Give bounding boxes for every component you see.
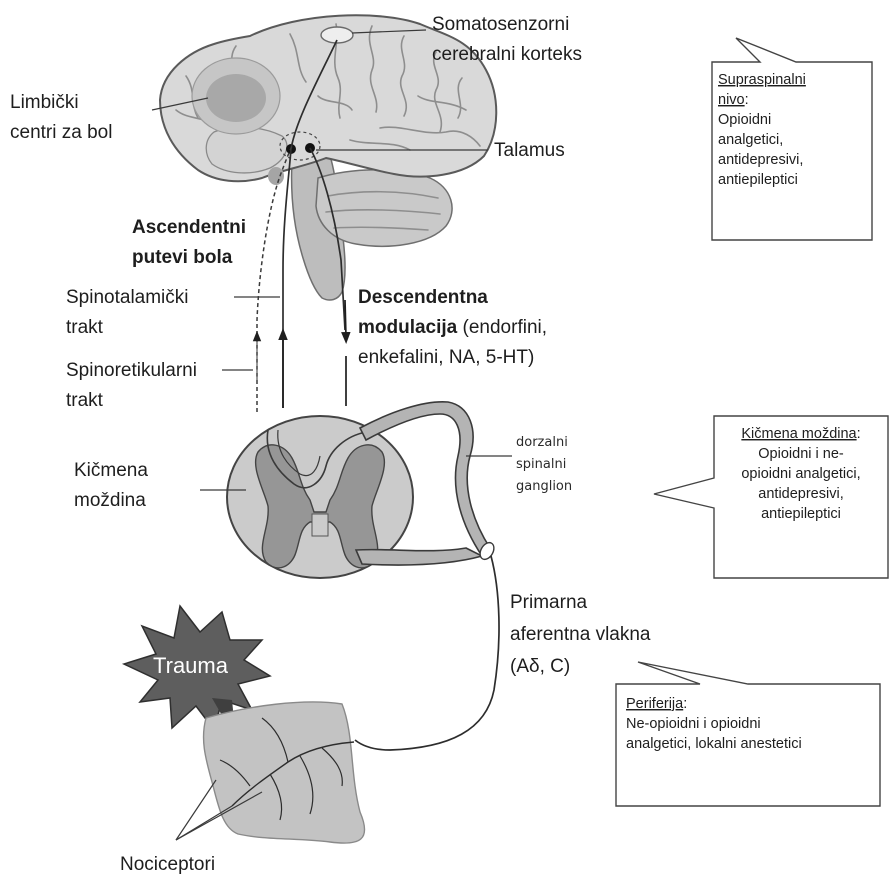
descending-arrow [345,300,346,338]
limbic-region-inner [206,74,266,122]
limbic-label-1: Limbički [10,92,79,113]
central-canal [312,514,328,536]
spinal-cord-label-2: moždina [74,490,146,511]
spinal-line-4: antiepileptici [761,506,841,522]
spinoreticular-label-2: trakt [66,390,104,411]
descending-label-2-rest: (endorfini, [457,317,547,338]
limbic-label-2: centri za bol [10,122,112,143]
spinoreticular-tract-line [257,146,292,412]
drg-label-1: dorzalni [516,435,568,450]
spinoreticular-label-1: Spinoretikularni [66,360,197,381]
nociceptors-label: Nociceptori [120,854,215,875]
periphery-title: Periferija: [626,696,687,712]
spinal-cord [227,402,497,578]
skin-tissue [204,702,365,843]
trauma-label: Trauma [153,653,229,678]
spinal-title: Kičmena moždina: [741,426,860,442]
ventral-root [356,548,482,565]
supraspinal-title-2: nivo: [718,92,749,108]
descending-label-2-bold: modulacija [358,317,458,338]
descending-label-3: enkefalini, NA, 5-HT) [358,347,534,368]
callout-supraspinal: Supraspinalni nivo: Opioidni analgetici,… [712,38,872,240]
somatosensory-label-1: Somatosenzorni [432,14,569,35]
hippocampus-spot [268,167,284,185]
spinal-line-2: opioidni analgetici, [741,466,860,482]
nociceptor-pointer-1 [176,780,216,840]
callout-spinal: Kičmena moždina: Opioidni i ne- opioidni… [654,416,888,578]
supraspinal-line-3: antidepresivi, [718,152,803,168]
primary-afferent-fiber [355,556,499,750]
supraspinal-line-1: Opioidni [718,112,771,128]
primary-afferent-label-3: (Aδ, C) [510,656,570,677]
periphery-line-1: Ne-opioidni i opioidni [626,716,761,732]
drg-label-2: spinalni [516,457,566,472]
spinothalamic-label-1: Spinotalamički [66,287,189,308]
thalamus-label: Talamus [494,140,565,161]
spinal-line-1: Opioidni i ne- [758,446,844,462]
somatosensory-label-2: cerebralni korteks [432,44,582,65]
primary-afferent-label-1: Primarna [510,592,588,613]
descending-label-2: modulacija (endorfini, [358,317,547,338]
supraspinal-line-2: analgetici, [718,132,783,148]
descending-label-1: Descendentna [358,287,488,308]
ascending-label-1: Ascendentni [132,217,246,238]
supraspinal-line-4: antiepileptici [718,172,798,188]
drg-label-3: ganglion [516,479,572,494]
supraspinal-title-1: Supraspinalni [718,72,806,88]
periphery-line-2: analgetici, lokalni anestetici [626,736,802,752]
spinal-line-3: antidepresivi, [758,486,843,502]
spinal-cord-label-1: Kičmena [74,460,148,481]
primary-afferent-label-2: aferentna vlakna [510,624,651,645]
callout-periphery-bubble [616,662,880,806]
callout-periphery: Periferija: Ne-opioidni i opioidni analg… [616,662,880,806]
spinothalamic-label-2: trakt [66,317,104,338]
ascending-label-2: putevi bola [132,247,233,268]
